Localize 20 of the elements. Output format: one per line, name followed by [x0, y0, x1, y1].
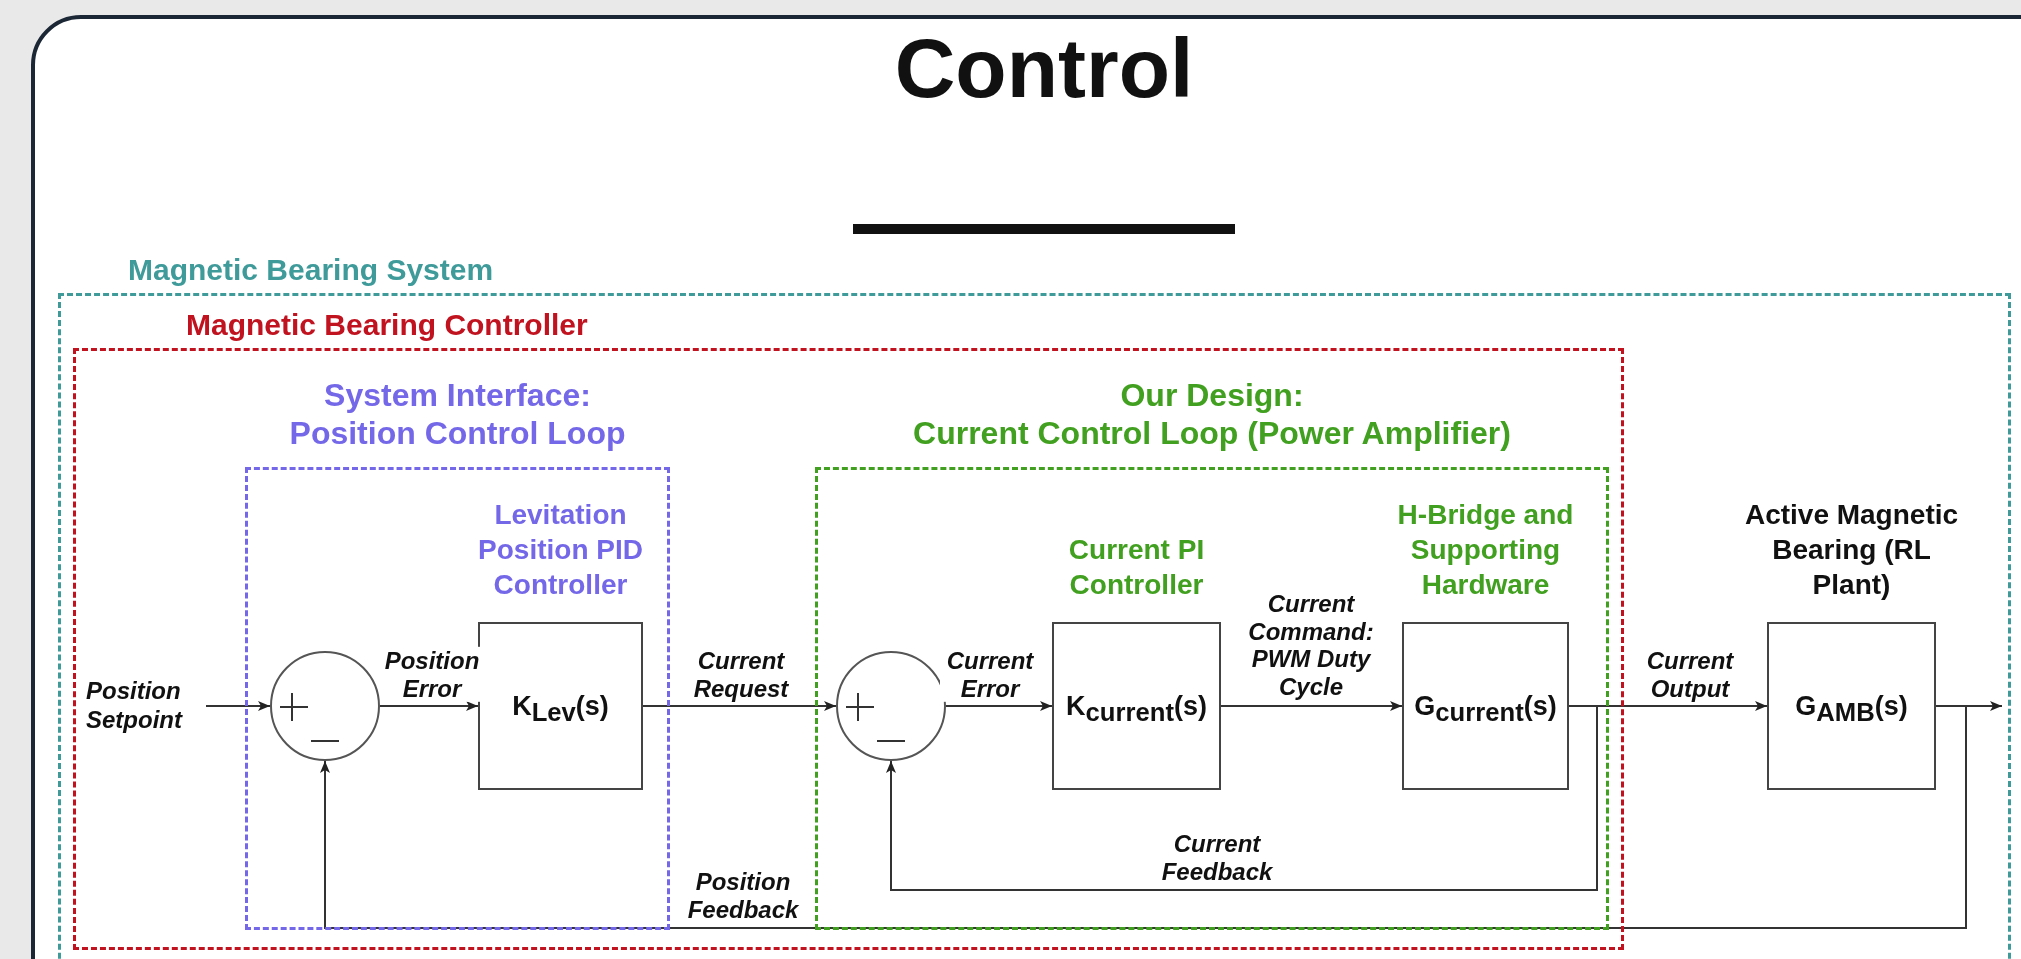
signal-arrow [945, 701, 1053, 711]
group-title: Position Control Loop [288, 414, 627, 452]
group-title: System Interface: [323, 376, 592, 414]
block-title: Active Magnetic Bearing (RL Plant) [1743, 498, 1960, 602]
signal-arrow [379, 701, 479, 711]
signal-arrow [205, 701, 271, 711]
signal-arrow [886, 705, 1598, 891]
signal-arrow [1220, 701, 1403, 711]
block-title: Current PI Controller [1067, 533, 1206, 602]
group-title: Magnetic Bearing System [128, 252, 494, 288]
title: Control [893, 20, 1195, 117]
group-title: Magnetic Bearing Controller [186, 307, 588, 343]
signal-arrow [642, 701, 837, 711]
block-title: Levitation Position PID Controller [477, 498, 644, 602]
signal-arrow [320, 705, 1967, 929]
edge-label: Position Error [382, 646, 482, 702]
signal-arrow [1935, 701, 2003, 711]
group-title: Our Design: [1119, 376, 1305, 414]
block-title: H-Bridge and Supporting Hardware [1396, 498, 1575, 602]
group-title: Current Control Loop (Power Amplifier) [912, 414, 1512, 452]
